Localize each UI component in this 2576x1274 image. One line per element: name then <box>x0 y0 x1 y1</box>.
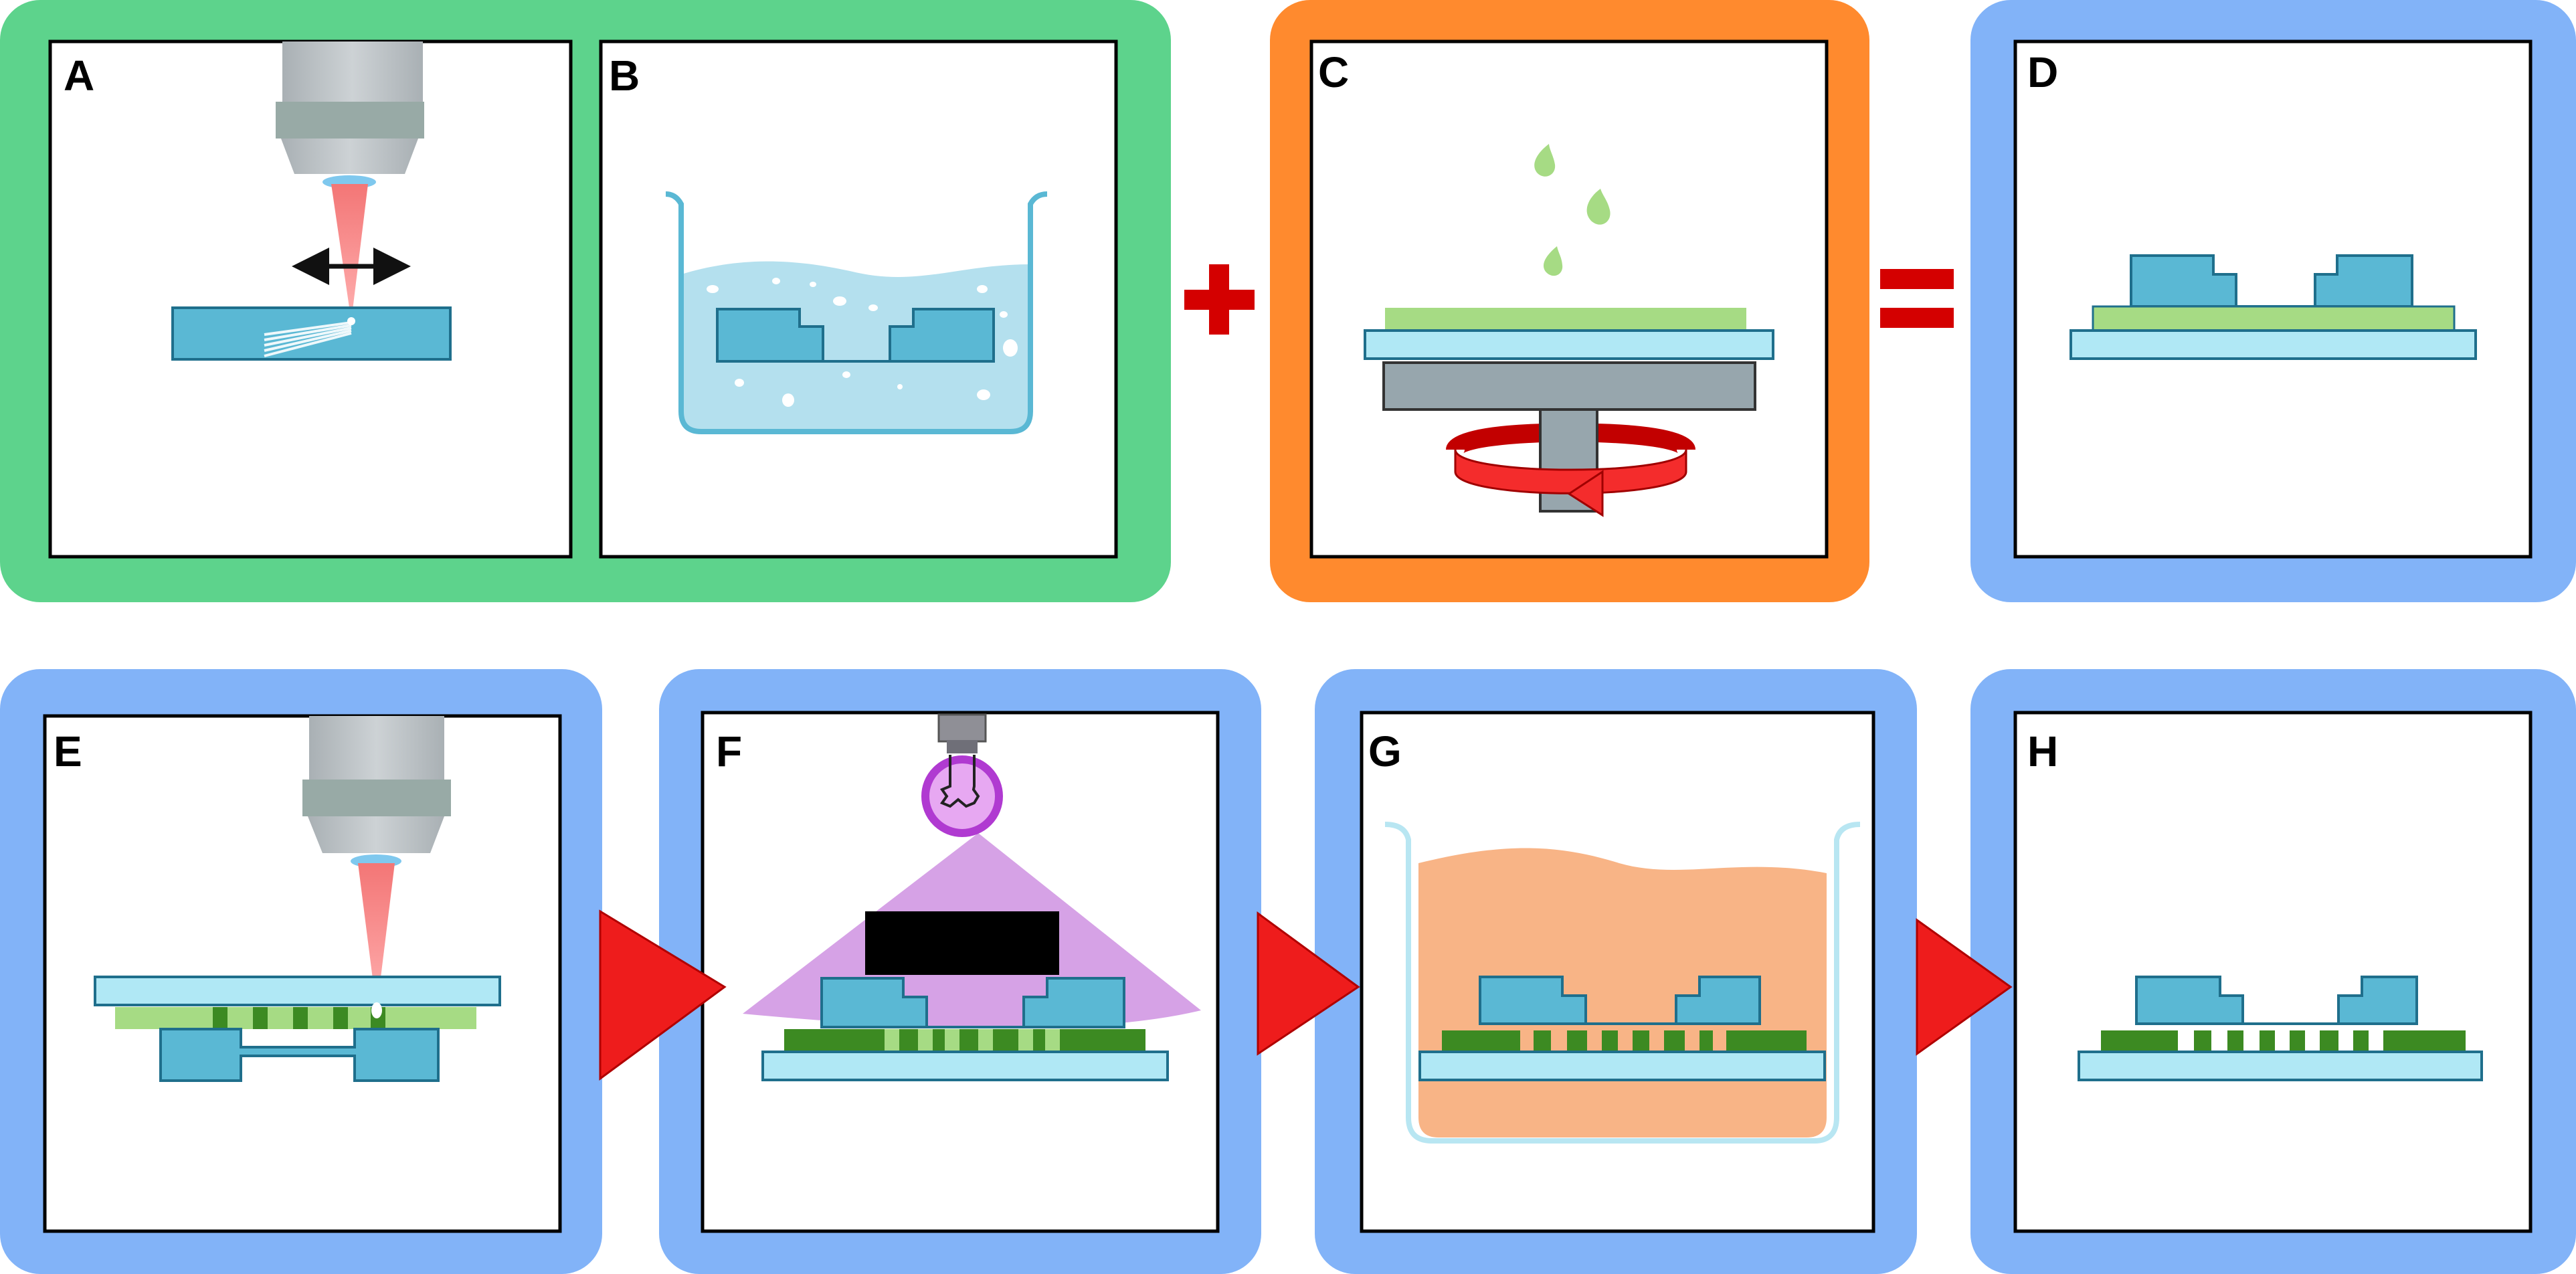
panel-label: B <box>609 52 640 100</box>
arrow-g-to-h-icon <box>1916 918 2013 1056</box>
panel-c-spin-coating <box>1364 144 1774 517</box>
objective-lens-icon <box>276 41 424 189</box>
modified-track <box>264 321 352 357</box>
beaker-icon <box>665 191 1048 434</box>
panel-label: H <box>2027 727 2058 776</box>
panel-g-development <box>1384 822 1861 1144</box>
panel-a-laser-writing <box>171 41 452 361</box>
bath-liquid <box>681 261 1030 432</box>
panel-f-uv-exposure <box>743 713 1201 1081</box>
rotation-arrow-icon <box>1454 449 1687 494</box>
panel-label: C <box>1318 48 1349 96</box>
etched-substrate-inverted <box>159 1028 440 1082</box>
panel-d-box <box>2013 39 2533 559</box>
beaker-icon <box>1384 822 1861 1144</box>
panel-e-laser-exposure <box>94 716 501 1082</box>
glass-slide <box>761 1051 1169 1081</box>
plus-icon <box>1184 264 1255 335</box>
arrow-e-to-f-icon <box>599 909 727 1081</box>
panel-label: A <box>64 52 94 100</box>
exposed-pattern <box>885 1029 1060 1051</box>
objective-lens-icon <box>302 716 451 868</box>
panel-c-box <box>1309 39 1829 559</box>
dissolved-pattern <box>1520 1030 1726 1052</box>
glass-slide <box>94 976 501 1006</box>
panel-label: G <box>1368 727 1402 776</box>
bulb-base <box>937 713 987 743</box>
arrow-f-to-g-icon <box>1257 911 1360 1056</box>
droplet-icon <box>1534 144 1611 276</box>
resist-film <box>2092 305 2456 332</box>
glass-slide <box>1418 1051 1826 1081</box>
etched-substrate <box>820 977 1125 1028</box>
glass-slide <box>2078 1051 2483 1081</box>
panel-h-final-device <box>2078 976 2483 1081</box>
resist-film <box>1385 308 1746 331</box>
panel-h-box <box>2013 711 2533 1233</box>
uv-bulb-icon <box>921 755 1003 837</box>
glass-slide <box>2069 329 2477 360</box>
equals-icon <box>1880 269 1954 328</box>
panel-b-etching-bath <box>665 191 1048 434</box>
open-channels <box>2178 1030 2383 1052</box>
panel-label: F <box>716 727 742 776</box>
panel-label: D <box>2027 48 2058 96</box>
etched-substrate <box>716 308 995 363</box>
photomask <box>865 911 1059 975</box>
etched-substrate <box>1479 976 1761 1025</box>
etched-substrate <box>2135 976 2418 1025</box>
patterned-film <box>784 1029 1145 1051</box>
bubbles <box>707 278 1018 407</box>
panel-label: E <box>54 727 82 776</box>
spin-chuck <box>1382 361 1756 411</box>
glass-slide <box>1364 329 1774 360</box>
panel-e-box <box>43 714 562 1233</box>
laser-beam <box>358 863 395 1010</box>
panel-d-bonded-assembly <box>2069 254 2477 360</box>
substrate <box>171 306 452 361</box>
